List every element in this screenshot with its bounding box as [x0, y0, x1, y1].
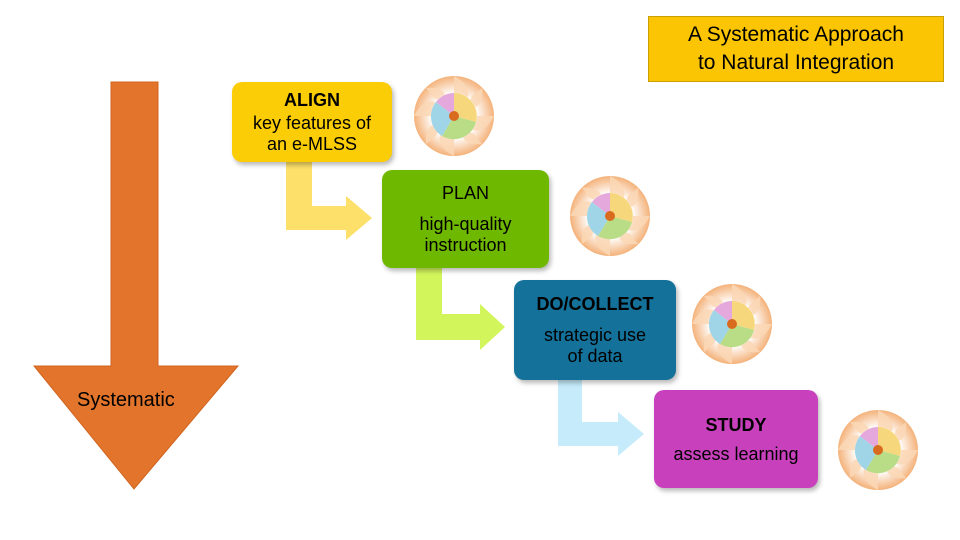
step-study-line-1: assess learning: [673, 443, 799, 464]
title-box: A Systematic Approach to Natural Integra…: [648, 16, 944, 82]
title-line-2: to Natural Integration: [697, 51, 895, 74]
step-align-line-1: key features of: [252, 113, 372, 133]
step-align-box: ALIGN key features of an e-MLSS: [232, 82, 392, 162]
step-align-heading: ALIGN: [284, 90, 340, 110]
step-align-line-2: an e-MLSS: [266, 134, 358, 154]
step-plan-line-2: instruction: [424, 235, 507, 255]
systematic-down-arrow: [32, 81, 240, 490]
cycle-wheel-icon: [414, 76, 494, 156]
step-do-collect-line-1: strategic use: [543, 325, 647, 345]
step-plan-line-1: high-quality: [419, 214, 512, 234]
step-do-collect-line-2: of data: [567, 346, 623, 366]
connector-arrow-plan-do: [416, 268, 505, 350]
step-do-collect-heading: DO/COLLECT: [536, 294, 654, 314]
cycle-wheel-icon: [838, 410, 918, 490]
cycle-wheel-icon: [692, 284, 772, 364]
title-line-1: A Systematic Approach: [688, 23, 904, 46]
step-plan-heading: PLAN: [441, 183, 490, 203]
step-study-box: STUDY assess learning: [654, 390, 818, 488]
connector-arrow-align-plan: [286, 162, 372, 240]
systematic-label: Systematic: [77, 389, 175, 411]
step-study-heading: STUDY: [705, 414, 767, 435]
step-do-collect-box: DO/COLLECT strategic use of data: [514, 280, 676, 380]
cycle-wheel-icon: [570, 176, 650, 256]
connector-arrow-do-study: [558, 380, 644, 456]
step-plan-box: PLAN high-quality instruction: [382, 170, 549, 268]
